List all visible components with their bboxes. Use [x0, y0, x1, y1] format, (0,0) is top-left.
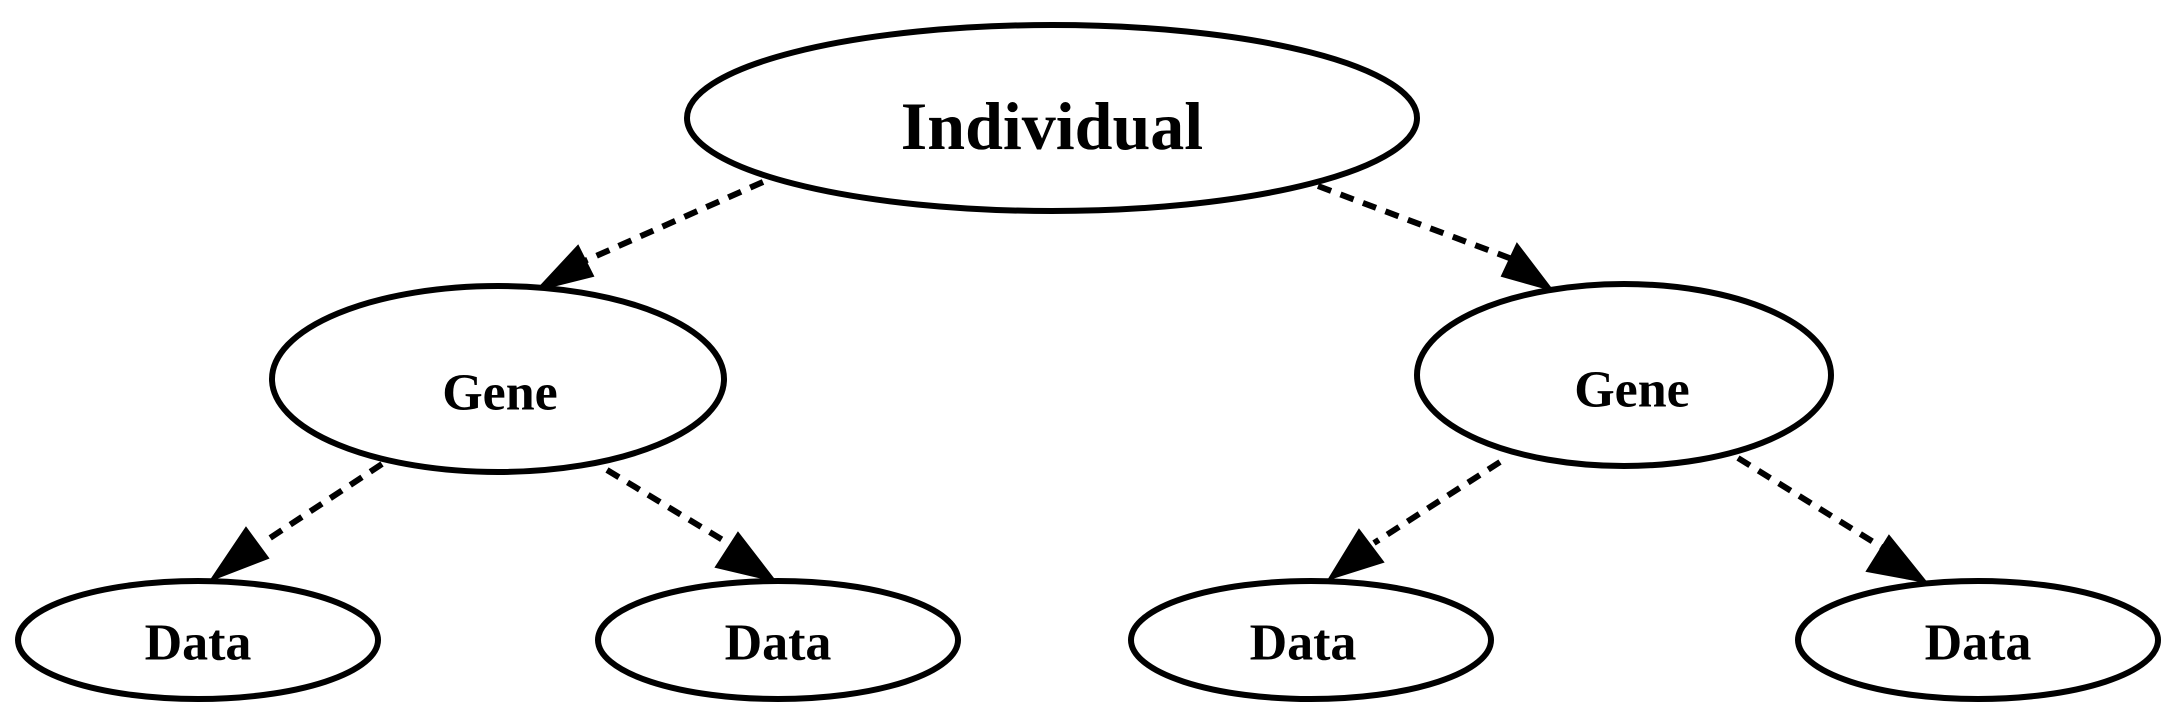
node-individual: Individual	[684, 22, 1420, 214]
node-gene-left: Gene	[269, 283, 727, 475]
node-data-4: Data	[1795, 578, 2161, 702]
node-data-1-label: Data	[145, 615, 252, 672]
node-data-1: Data	[15, 578, 381, 702]
node-data-2: Data	[595, 578, 961, 702]
node-data-2-label: Data	[725, 615, 832, 672]
edge-gene-left-to-data-1	[208, 461, 384, 583]
node-gene-left-label: Gene	[442, 365, 558, 422]
edge-gene-right-to-data-3	[1326, 459, 1502, 581]
edge-gene-right-to-data-4	[1736, 455, 1929, 584]
node-data-3: Data	[1128, 578, 1494, 702]
edges	[208, 179, 1929, 584]
node-data-4-label: Data	[1925, 615, 2032, 672]
edge-gene-left-to-data-2	[605, 467, 778, 583]
node-gene-right-label: Gene	[1574, 362, 1690, 419]
edge-individual-to-gene-left	[533, 179, 765, 292]
node-individual-label: Individual	[901, 88, 1203, 164]
node-gene-right: Gene	[1414, 281, 1834, 469]
edge-individual-to-gene-right	[1316, 183, 1555, 292]
node-data-3-label: Data	[1250, 615, 1357, 672]
